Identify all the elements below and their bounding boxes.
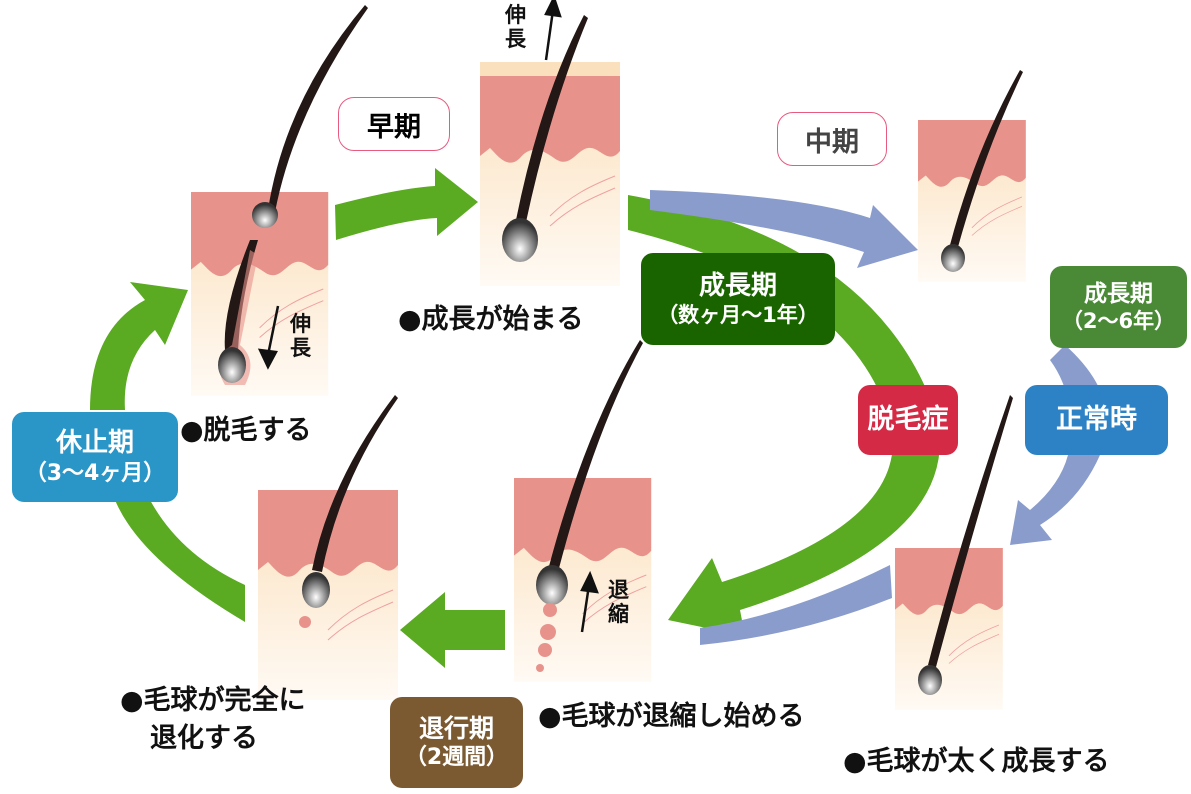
badge-sub: （数ヶ月〜1年） (657, 303, 819, 328)
arrow-anagen-curve (628, 195, 940, 636)
badge-catagen: 退行期 （2週間） (390, 697, 523, 788)
arrow-early (335, 168, 478, 240)
skin-panel-middle (917, 119, 1027, 283)
badge-title: 成長期 (1084, 280, 1153, 307)
badge-title: 休止期 (55, 428, 134, 458)
arrow-middle (650, 190, 918, 268)
caption-growth-start: ●成長が始まる (398, 304, 584, 335)
badge-normal: 正常時 (1025, 385, 1168, 455)
caption-shedding: ●脱毛する (180, 415, 312, 446)
badge-telogen: 休止期 （3〜4ヶ月） (12, 412, 178, 502)
badge-title: 退行期 (418, 714, 494, 744)
label-early: 早期 (338, 97, 450, 151)
label-middle: 中期 (777, 112, 887, 166)
badge-sub: （2〜6年） (1061, 309, 1176, 334)
arrow-thick-to-catagen (700, 565, 892, 645)
badge-alopecia: 脱毛症 (858, 385, 958, 455)
label-regression: 退縮 (608, 578, 629, 626)
caption-bulb-regressed-1: ●毛球が完全に (120, 685, 306, 716)
arrow-normal-bottom (1010, 455, 1100, 545)
badge-title: 成長期 (698, 270, 777, 301)
label-elongation-up: 伸長 (505, 3, 526, 51)
skin-panel-thick (894, 547, 1004, 711)
skin-panel-early (479, 62, 621, 287)
badge-anagen-alopecia: 成長期 （数ヶ月〜1年） (641, 253, 835, 345)
badge-anagen-normal: 成長期 （2〜6年） (1050, 266, 1187, 348)
badge-sub: （3〜4ヶ月） (24, 460, 166, 486)
green-arrows (90, 168, 940, 668)
arrow-telogen-lower (115, 500, 245, 622)
caption-bulb-regressed-2: 退化する (150, 723, 258, 754)
arrow-telogen-upper (90, 282, 188, 410)
caption-bulb-thick: ●毛球が太く成長する (843, 746, 1110, 777)
direction-arrows (257, 0, 599, 633)
arrow-catagen (400, 592, 505, 668)
badge-sub: （2週間） (404, 745, 509, 771)
label-elongation-down: 伸長 (290, 312, 311, 360)
caption-bulb-shrinking: ●毛球が退縮し始める (538, 701, 805, 732)
